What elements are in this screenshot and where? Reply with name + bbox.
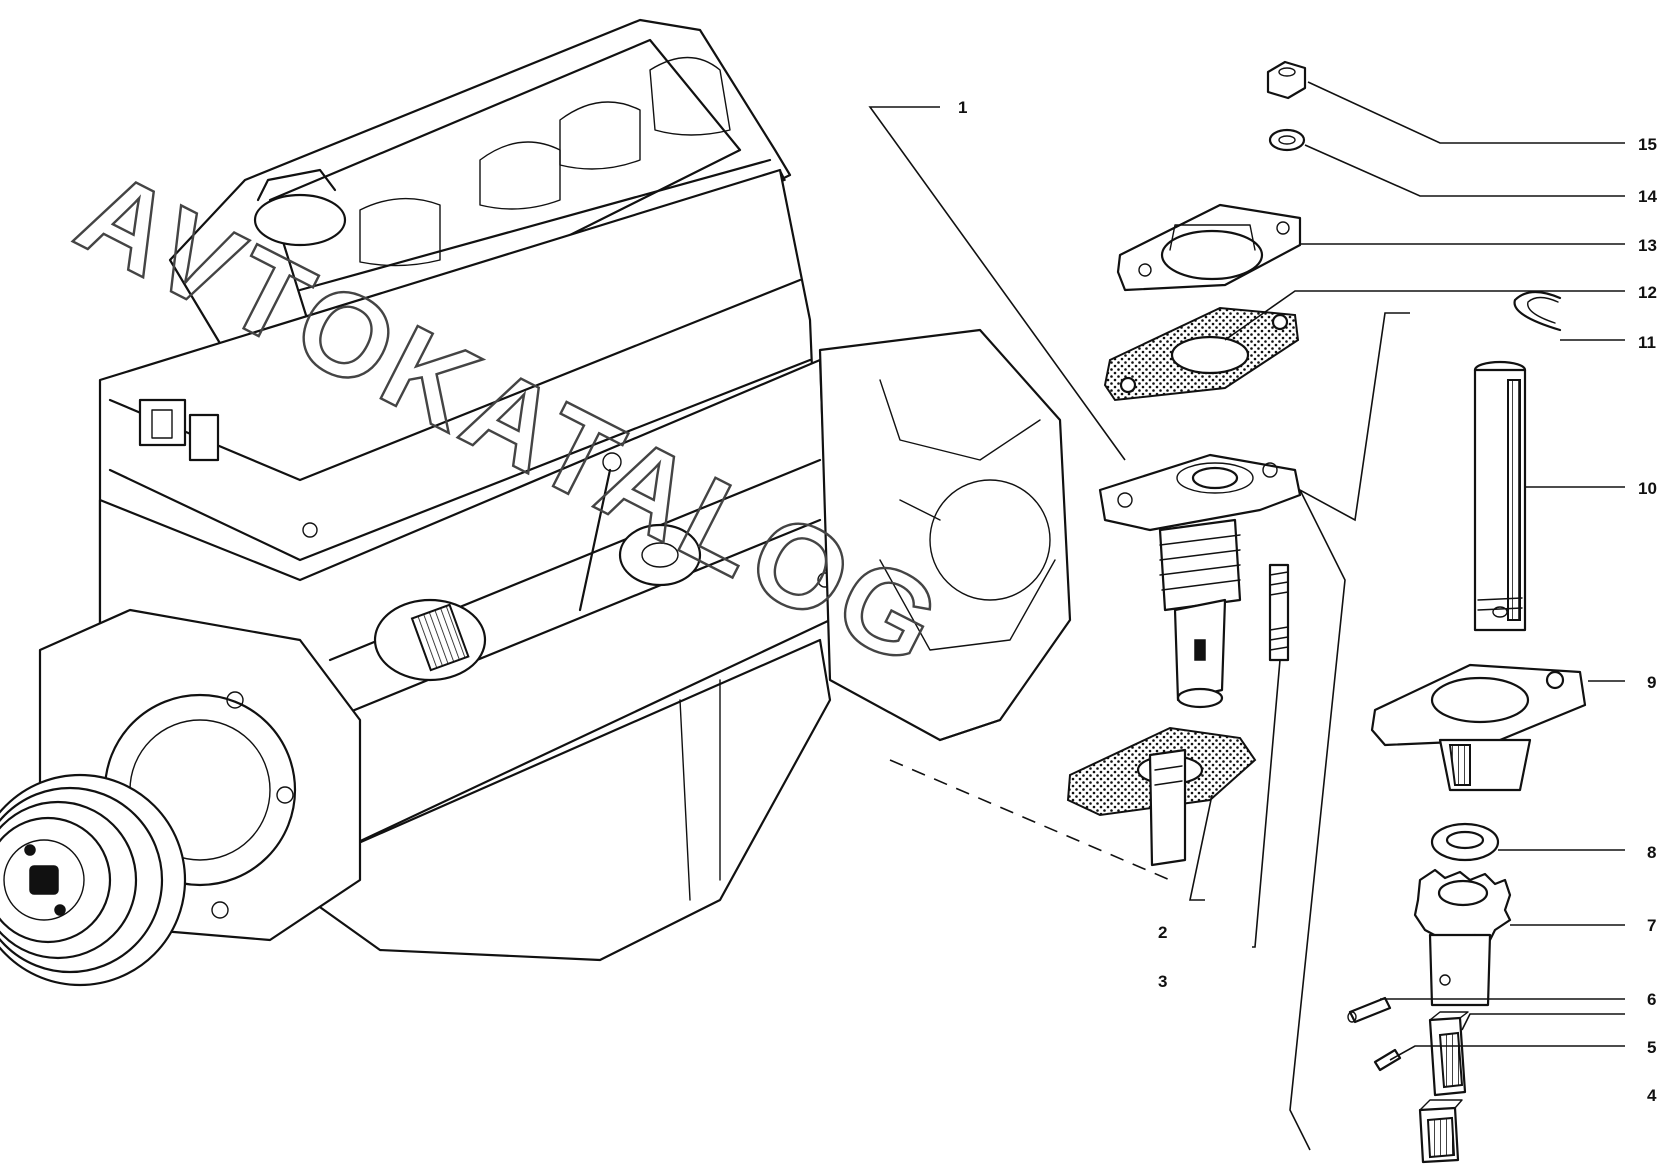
callout-numbers: 1 2 3 4 5 6 7 8 9 10 11 12 13 14 15	[958, 98, 1657, 1105]
part-13-cover	[1116, 203, 1302, 292]
callout-1: 1	[958, 98, 967, 117]
part-4-pin	[1373, 1048, 1402, 1072]
callout-2: 2	[1158, 923, 1167, 942]
part-2-lower-gasket	[1066, 726, 1257, 867]
part-10-drive-shaft	[1473, 360, 1527, 632]
part-1-drive-housing	[1098, 453, 1302, 709]
part-15-nut	[1266, 60, 1307, 100]
callout-6: 6	[1647, 990, 1656, 1009]
part-5-coupling-key	[1428, 1011, 1469, 1097]
callout-9: 9	[1647, 673, 1656, 692]
coupling-sleeve	[1418, 1099, 1463, 1164]
part-8-thrust-washer	[1430, 822, 1500, 862]
part-12-upper-gasket	[1103, 306, 1300, 402]
part-9-drive-housing-body	[1370, 663, 1587, 792]
callout-7: 7	[1647, 916, 1656, 935]
callout-5: 5	[1647, 1038, 1656, 1057]
part-6-pin	[1347, 996, 1392, 1024]
callout-3: 3	[1158, 972, 1167, 991]
part-7-drive-gear	[1413, 868, 1512, 1007]
callout-14: 14	[1638, 187, 1657, 206]
callout-11: 11	[1638, 333, 1656, 352]
mounting-axis-dashed	[889, 759, 1171, 881]
callout-15: 15	[1638, 135, 1657, 154]
part-14-spring-washer	[1268, 128, 1306, 152]
callout-10: 10	[1638, 479, 1657, 498]
engine-block-illustration	[0, 18, 1072, 987]
leader-lines	[868, 81, 1625, 1151]
callout-13: 13	[1638, 236, 1657, 255]
callout-8: 8	[1647, 843, 1656, 862]
callout-12: 12	[1638, 283, 1657, 302]
part-3-stud	[1268, 563, 1290, 662]
part-11-retaining-ring	[1513, 290, 1562, 332]
callout-4: 4	[1647, 1086, 1657, 1105]
